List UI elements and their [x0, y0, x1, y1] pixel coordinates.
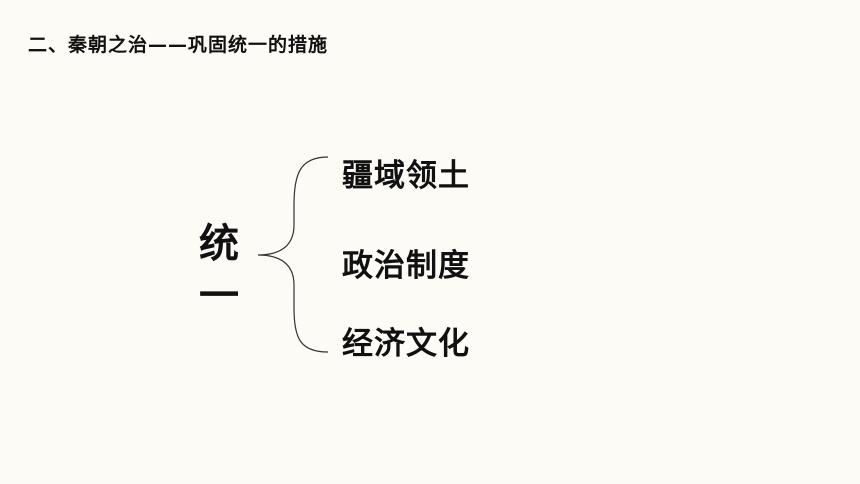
main-word: 统一	[199, 221, 239, 319]
slide-title: 二、秦朝之治——巩固统一的措施	[28, 34, 329, 56]
branch-territory: 疆域领土	[342, 158, 470, 194]
branch-economy-culture: 经济文化	[342, 326, 470, 362]
branch-political-system: 政治制度	[342, 248, 470, 284]
curly-brace-icon	[257, 156, 329, 353]
